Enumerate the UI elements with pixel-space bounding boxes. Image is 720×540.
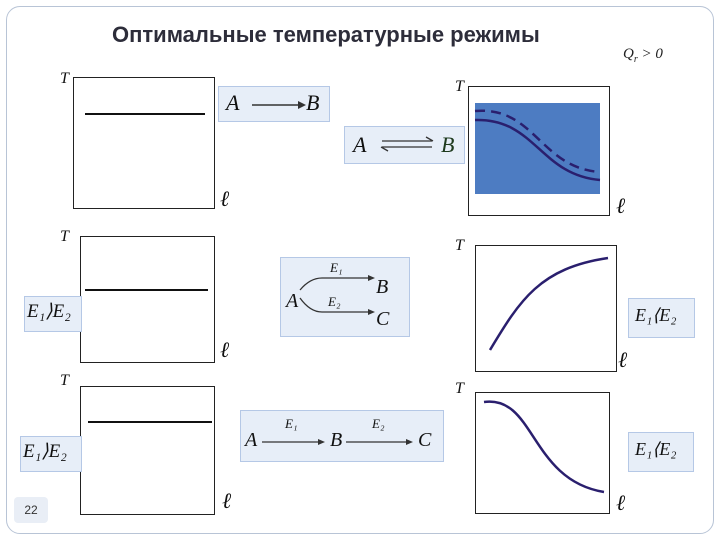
activation-condition: E₁⟨E₂ [635,439,677,459]
reactant-a: A [245,429,258,451]
reactant-a: A [353,132,367,157]
heat-condition: Qr > 0 [623,46,663,65]
condition-box [628,298,695,338]
axis-t-label: T [60,228,69,245]
activation-e2: E₂ [372,416,385,431]
activation-e1: E₁ [330,260,343,275]
axis-t-label: T [60,70,69,87]
activation-e2: E₂ [328,294,341,309]
activation-e1: E₁ [285,416,298,431]
intermediate-b: B [330,429,343,451]
axis-l-label: ℓ [220,186,230,211]
reaction-box [344,126,465,164]
axis-t-label: T [455,380,464,397]
axis-l-label: ℓ [618,347,628,372]
activation-condition: E₁⟩E₂ [23,441,67,462]
condition-box [20,436,82,472]
axis-l-label: ℓ [616,193,626,218]
product-c: C [376,308,390,330]
plot-box [475,392,610,514]
reaction-box [218,86,330,122]
plot-box [73,77,215,209]
slide-title: Оптимальные температурные режимы [112,22,540,47]
reaction-box [240,410,444,462]
axis-t-label: T [60,372,69,389]
slide-number: 22 [14,497,48,523]
condition-box [628,432,694,472]
plot-box [80,236,215,363]
activation-condition: E₁⟨E₂ [635,305,677,325]
axis-t-label: T [455,78,464,95]
axis-t-label: T [455,237,464,254]
product-b: B [376,276,389,298]
plot-box [475,245,617,372]
axis-l-label: ℓ [616,490,626,515]
product-b: B [441,132,455,157]
reactant-a: A [226,90,240,115]
reactant-a: A [286,290,299,312]
product-b: B [306,90,320,115]
activation-condition: E₁⟩E₂ [27,301,71,322]
reaction-box [280,257,410,337]
product-c: C [418,429,432,451]
axis-l-label: ℓ [222,488,232,513]
axis-l-label: ℓ [220,337,230,362]
condition-box [24,296,82,332]
